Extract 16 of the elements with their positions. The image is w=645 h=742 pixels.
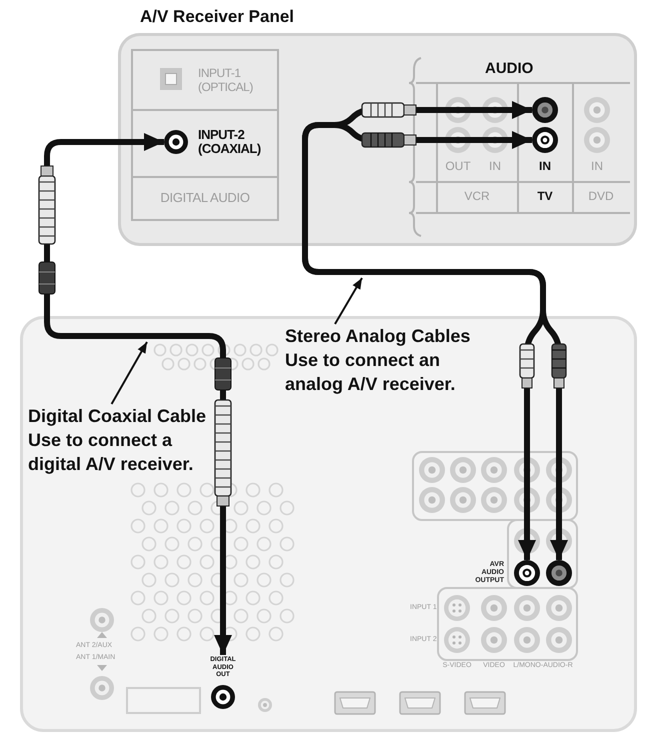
callout-text: Use to connect an analog A/V receiver. (285, 349, 456, 396)
panel-label: IN (489, 160, 501, 174)
section-heading: AUDIO (485, 61, 534, 78)
callout-text: Use to connect a digital A/V receiver. (28, 429, 194, 476)
panel-title: A/V Receiver Panel (140, 8, 294, 27)
panel-label: IN (539, 160, 551, 174)
panel-label: VCR (464, 190, 490, 204)
callout-heading: Digital Coaxial Cable (28, 405, 206, 428)
jack-label: INPUT-2 (COAXIAL) (198, 128, 262, 156)
panel-label: INPUT-1 (OPTICAL) (198, 66, 254, 94)
panel-label: IN (591, 160, 603, 174)
panel-label: DVD (588, 190, 614, 204)
panel-label: TV (537, 190, 553, 204)
callout-heading: Stereo Analog Cables (285, 325, 470, 348)
panel-label: OUT (445, 160, 471, 174)
panel-label: DIGITAL AUDIO (160, 191, 250, 206)
